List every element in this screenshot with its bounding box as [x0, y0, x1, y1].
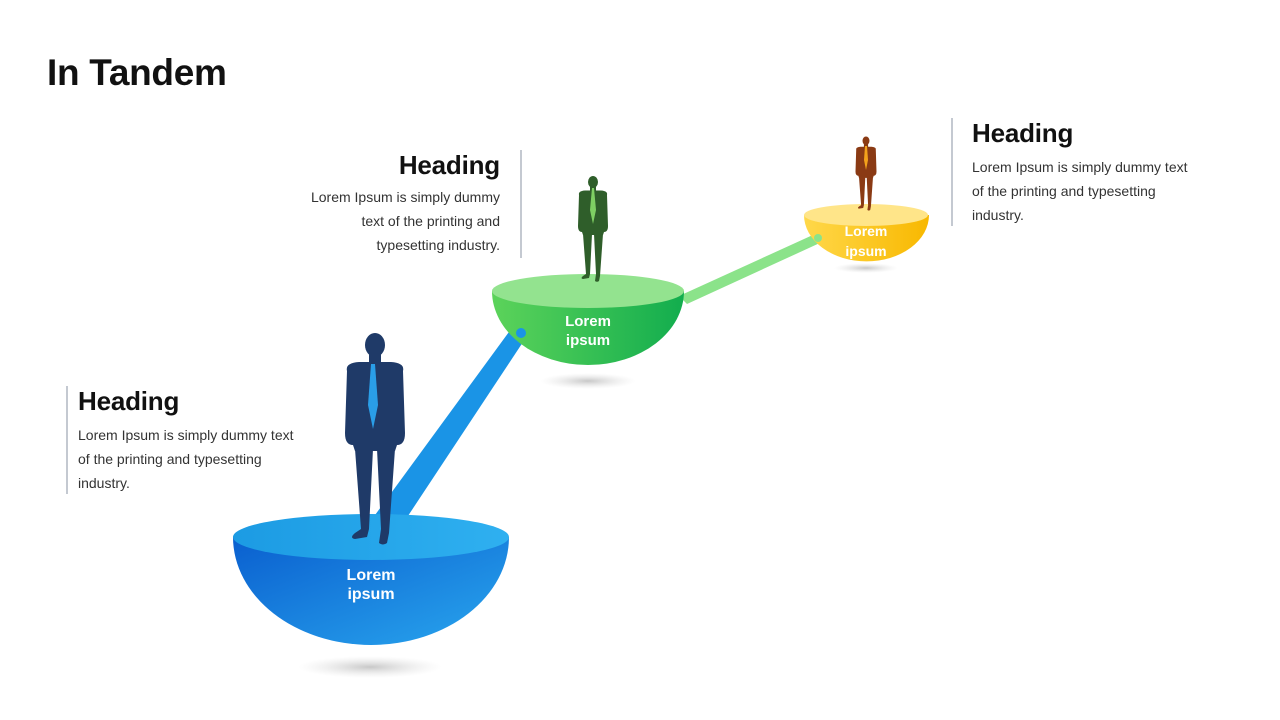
blue-bowl-label-line2: ipsum — [347, 586, 394, 603]
green-bowl — [492, 291, 684, 365]
blue-bowl-label-line1: Lorem — [347, 567, 396, 584]
step-3-body: Lorem Ipsum is simply dummy text of the … — [972, 159, 1188, 223]
green-beam — [679, 234, 822, 304]
green-bowl-label-line2: ipsum — [566, 332, 610, 349]
yellow-bowl-label-line2: ipsum — [845, 243, 886, 259]
green-bowl-label-line1: Lorem — [565, 313, 611, 330]
slide-title: In Tandem — [47, 52, 227, 93]
person-blue-figure — [345, 333, 405, 545]
yellow-beam-joint — [814, 234, 822, 242]
yellow-bowl — [804, 215, 929, 262]
step-2-text: Heading Lorem Ipsum is simply dummy text… — [300, 150, 522, 258]
step-1-body: Lorem Ipsum is simply dummy text of the … — [78, 427, 294, 491]
step-2-body: Lorem Ipsum is simply dummy text of the … — [310, 189, 500, 253]
green-bowl-shadow — [540, 373, 636, 389]
blue-beam — [367, 325, 527, 528]
step-3-heading: Heading — [972, 118, 1074, 148]
step-1-text: Heading Lorem Ipsum is simply dummy text… — [66, 386, 308, 494]
person-brown-figure — [855, 136, 877, 211]
step-1-heading: Heading — [78, 386, 180, 416]
blue-bowl-rim — [233, 514, 509, 560]
blue-bowl-shadow — [298, 656, 442, 678]
yellow-bowl-rim — [804, 204, 928, 226]
green-bowl-rim — [492, 274, 684, 308]
step-3-text: Heading Lorem Ipsum is simply dummy text… — [951, 118, 1202, 226]
green-beam-joint — [516, 328, 526, 338]
yellow-bowl-shadow — [834, 263, 898, 273]
yellow-bowl-label-line1: Lorem — [845, 223, 888, 239]
step-2-heading: Heading — [398, 150, 500, 180]
person-green-figure — [578, 176, 608, 282]
blue-bowl — [233, 537, 509, 645]
